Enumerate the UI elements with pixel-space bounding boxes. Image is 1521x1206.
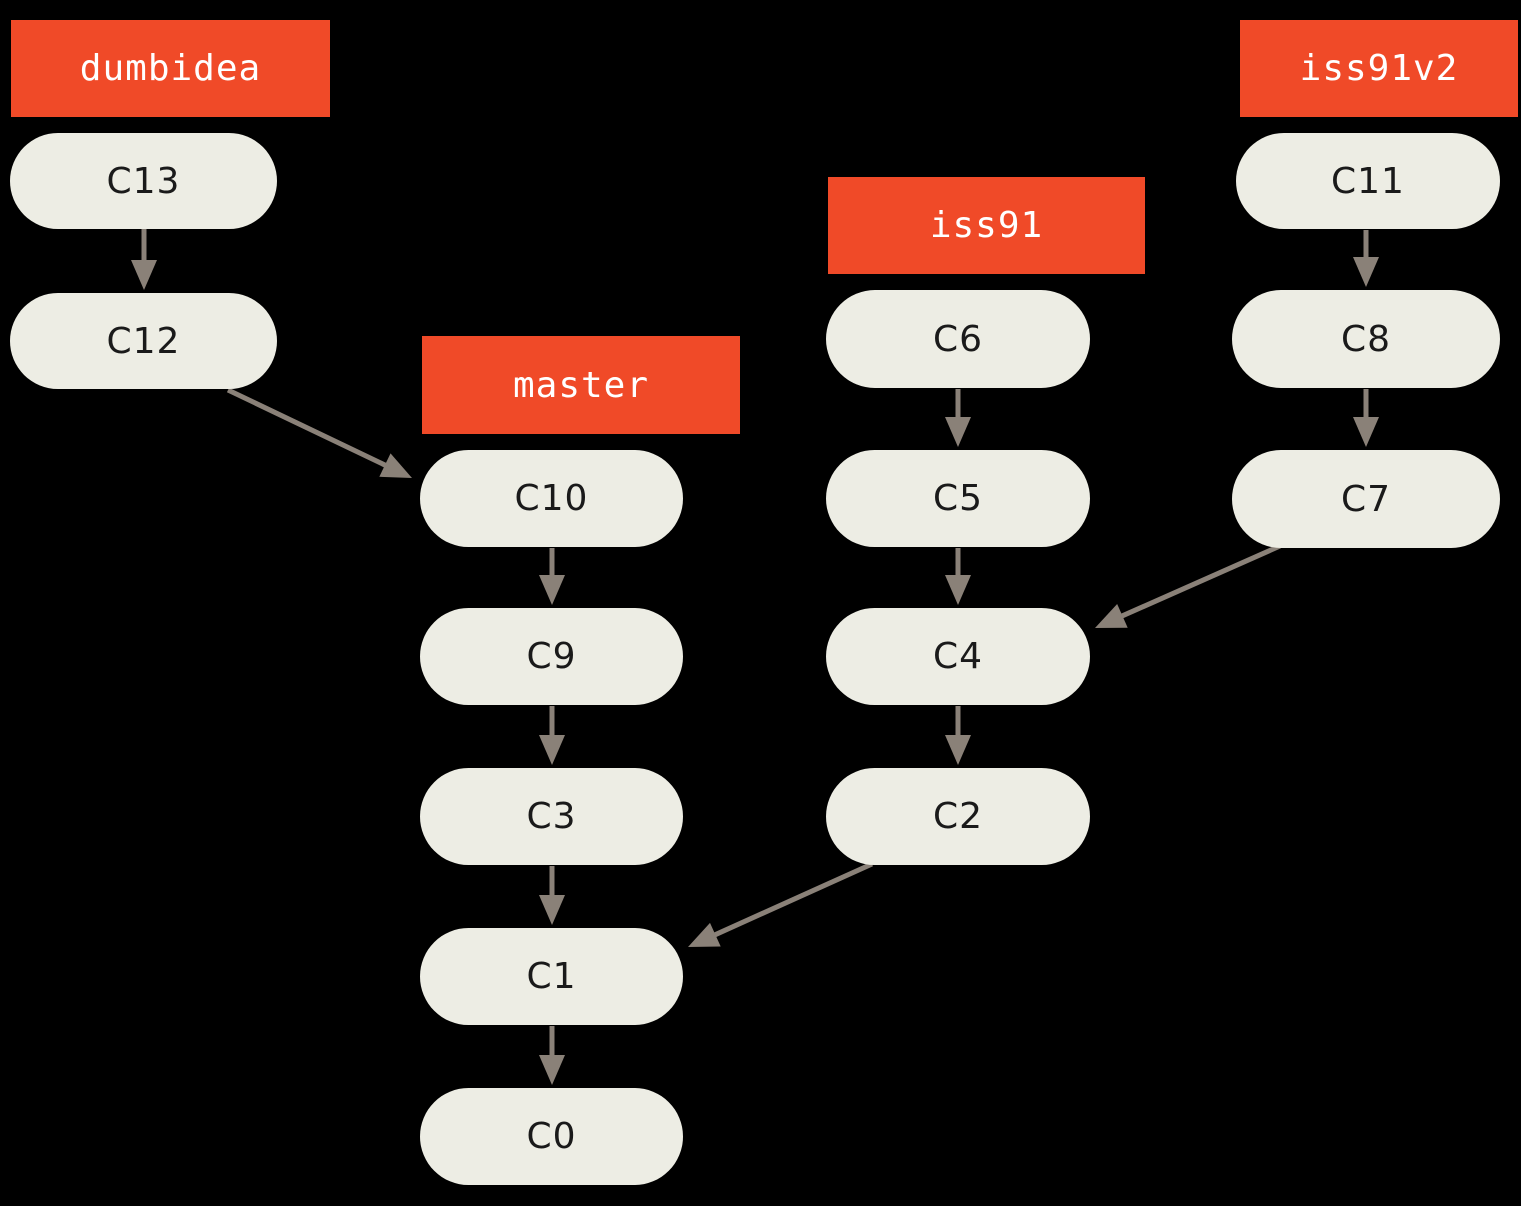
arrowhead-C12-C10 bbox=[379, 453, 412, 478]
branch-label-master[interactable]: master bbox=[422, 336, 740, 434]
commit-node-c2[interactable]: C2 bbox=[826, 768, 1090, 865]
arrowhead-C1-C0 bbox=[539, 1055, 565, 1085]
commit-node-label: C11 bbox=[1331, 160, 1405, 202]
commit-node-c1[interactable]: C1 bbox=[420, 928, 683, 1025]
commit-node-c7[interactable]: C7 bbox=[1232, 450, 1500, 548]
branch-label-iss91v2[interactable]: iss91v2 bbox=[1240, 20, 1518, 117]
commit-node-label: C4 bbox=[932, 636, 984, 677]
arrowhead-C5-C4 bbox=[945, 575, 971, 605]
commit-node-c4[interactable]: C4 bbox=[826, 608, 1090, 705]
commit-node-c3[interactable]: C3 bbox=[420, 768, 683, 865]
edge-C12-C10 bbox=[226, 387, 412, 478]
commit-node-label: C1 bbox=[526, 956, 577, 997]
edge-C5-C4 bbox=[945, 548, 971, 605]
commit-node-label: C3 bbox=[526, 796, 577, 837]
edge-C4-C2 bbox=[945, 706, 971, 765]
commit-node-c13[interactable]: C13 bbox=[10, 133, 277, 229]
commit-node-c6[interactable]: C6 bbox=[826, 290, 1090, 388]
commit-node-c11[interactable]: C11 bbox=[1236, 133, 1500, 229]
arrowhead-C11-C8 bbox=[1353, 257, 1379, 287]
commit-node-label: C10 bbox=[514, 478, 589, 519]
branch-label-iss91[interactable]: iss91 bbox=[828, 177, 1145, 274]
arrowhead-C10-C9 bbox=[539, 575, 565, 605]
edge-C7-C4 bbox=[1095, 543, 1282, 628]
commit-node-c9[interactable]: C9 bbox=[420, 608, 683, 705]
arrowhead-C2-C1 bbox=[688, 922, 721, 947]
branch-label-dumbidea[interactable]: dumbidea bbox=[11, 20, 330, 117]
commit-node-c8[interactable]: C8 bbox=[1232, 290, 1500, 388]
arrowhead-C7-C4 bbox=[1095, 603, 1128, 628]
commit-node-label: C7 bbox=[1340, 478, 1392, 520]
commit-node-label: C12 bbox=[106, 320, 181, 362]
commit-node-label: C6 bbox=[932, 318, 984, 360]
edge-C1-C0 bbox=[539, 1026, 565, 1085]
commit-node-c12[interactable]: C12 bbox=[10, 293, 277, 389]
branch-label-text: iss91v2 bbox=[1299, 48, 1459, 89]
edge-C9-C3 bbox=[539, 706, 565, 765]
arrowhead-C3-C1 bbox=[539, 895, 565, 925]
arrowhead-C13-C12 bbox=[131, 260, 157, 290]
commit-node-c5[interactable]: C5 bbox=[826, 450, 1090, 547]
edge-C11-C8 bbox=[1353, 230, 1379, 287]
branch-label-text: iss91 bbox=[929, 205, 1044, 246]
arrowhead-C9-C3 bbox=[539, 735, 565, 765]
edge-C2-C1 bbox=[688, 861, 874, 947]
commit-node-c0[interactable]: C0 bbox=[420, 1088, 683, 1185]
arrowhead-C4-C2 bbox=[945, 735, 971, 765]
edge-C13-C12 bbox=[131, 229, 157, 290]
edge-C6-C5 bbox=[945, 389, 971, 447]
commit-node-c10[interactable]: C10 bbox=[420, 450, 683, 547]
commit-node-label: C2 bbox=[932, 796, 984, 837]
commit-node-label: C13 bbox=[106, 160, 181, 202]
branch-label-text: master bbox=[512, 364, 650, 406]
edge-C3-C1 bbox=[539, 866, 565, 925]
arrowhead-C8-C7 bbox=[1353, 417, 1379, 447]
commit-node-label: C8 bbox=[1340, 318, 1392, 360]
edge-C8-C7 bbox=[1353, 389, 1379, 447]
edge-C10-C9 bbox=[539, 548, 565, 605]
arrowhead-C6-C5 bbox=[945, 417, 971, 447]
commit-node-label: C9 bbox=[526, 636, 577, 677]
branch-label-text: dumbidea bbox=[79, 48, 262, 89]
commit-node-label: C0 bbox=[526, 1116, 577, 1157]
commit-node-label: C5 bbox=[932, 478, 984, 519]
